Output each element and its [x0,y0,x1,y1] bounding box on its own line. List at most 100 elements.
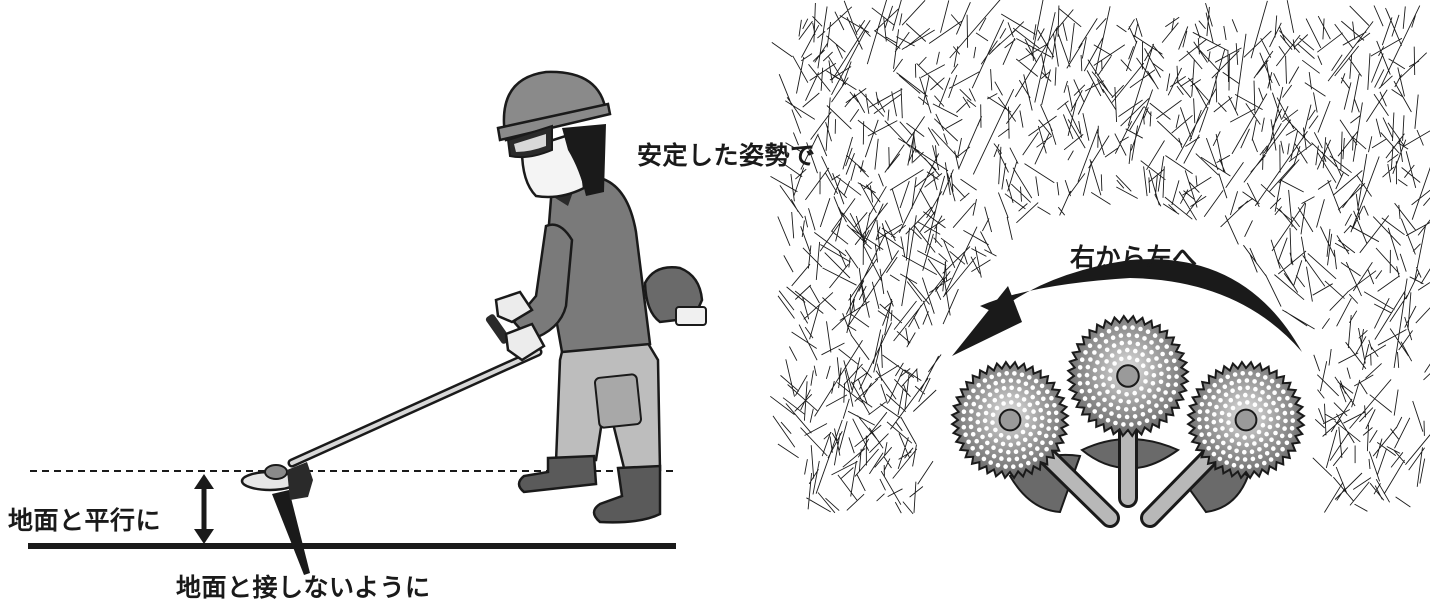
blade-hole [1280,403,1286,409]
blade-hole [1016,402,1022,408]
sweep-direction-arrow [952,259,1302,356]
blade-hole [966,394,972,400]
blade-hole [976,382,981,388]
blade-hole [1027,443,1033,448]
blade-hole [1282,410,1288,416]
blade-hole [1283,418,1288,424]
blade-hole [991,453,997,459]
blade-hole [1205,409,1210,414]
blade-hole [1035,400,1040,406]
blade-hole [1229,438,1235,443]
blade-hole [1111,343,1117,348]
blade-hole [1223,392,1229,398]
blade-hole [1263,443,1269,448]
blade-hole [1281,389,1286,395]
blade-hole [1104,359,1109,364]
blade-hole [968,424,974,430]
blade-hole [1001,401,1006,406]
blade-hole [1258,437,1264,443]
blade-hole [1159,397,1164,402]
blade-hole [1087,403,1092,408]
blade-hole [1039,415,1045,421]
blade-hole [1250,434,1255,439]
blade-hole [986,384,992,390]
blade-hole [1258,454,1263,460]
blade-hole [1146,399,1152,405]
blade-hole [1226,420,1231,425]
blade-hole [1275,383,1281,389]
blade-hole [1224,460,1229,465]
blade-hole [1287,433,1293,439]
blade-hole [1032,457,1038,462]
blade-hole [985,450,990,455]
blade-hole [1037,430,1042,436]
blade-hole [1097,391,1102,396]
blade-hole [1132,390,1137,396]
blade-hole [1022,454,1027,460]
blade-hole [1289,426,1295,431]
blade-hole [1242,457,1248,462]
blade-hole [1093,337,1098,343]
blade-hole [1031,409,1036,414]
blade-hole [1149,340,1154,345]
blade-hole [1137,421,1142,426]
blade-hole [1159,371,1164,377]
blade-hole [1202,394,1208,400]
blade-hole [1019,372,1025,378]
blade-hole [1285,395,1290,401]
blade-hole [1171,358,1177,364]
blade-hole [1046,410,1052,416]
blade-hole [998,448,1003,454]
blade-hole [1158,409,1163,415]
blade-hole [1053,426,1059,431]
blade-hole [1147,408,1153,413]
blade-hole [1206,432,1212,437]
blade-hole [1043,433,1049,439]
blade-hole [991,445,996,451]
blade-hole [1267,409,1272,414]
blade-hole [1105,418,1111,423]
blade-hole [1216,389,1221,394]
blade-hole [1243,392,1248,398]
blade-hole [1154,403,1159,408]
blade-hole [1222,384,1228,390]
blade-hole [1152,333,1158,338]
blade-hole [1118,398,1123,404]
blade-hole [1079,357,1085,363]
blade-hole [1104,347,1110,353]
blade-hole [1108,402,1114,408]
blade-hole [1041,396,1046,402]
blade-hole [1049,395,1054,401]
blade-hole [1087,343,1093,349]
blade-hole [1110,384,1116,389]
blade-hole [1268,457,1274,462]
blade-hole [1116,389,1122,395]
blade-hole [1026,460,1031,466]
blade-hole [1077,365,1083,370]
blade-hole [1099,332,1105,338]
blade-hole [1263,375,1268,380]
blade-hole [978,404,983,410]
blade-hole [1256,429,1262,435]
blade-hole [1240,371,1245,376]
height-double-arrow [194,474,214,544]
blade-hole [1052,403,1057,408]
blade-hole [1030,394,1035,400]
blade-hole [970,432,976,437]
blade-hole [1044,446,1049,452]
blade-hole [1116,413,1122,419]
blade-hole [1082,396,1088,401]
blade-hole [1217,456,1223,462]
blade-hole [1227,445,1232,451]
blade-hole [1267,424,1273,430]
blade-hole [1100,366,1106,372]
blade-hole [1127,340,1133,345]
blade-hole [1229,427,1234,433]
blade-hole [1231,462,1237,468]
blade-hole [1273,430,1278,436]
blade-hole [1031,424,1037,430]
brush-cutter [240,266,707,500]
blade-hole [1207,388,1212,394]
blade-hole [982,418,988,424]
blade-hole [1220,426,1225,431]
